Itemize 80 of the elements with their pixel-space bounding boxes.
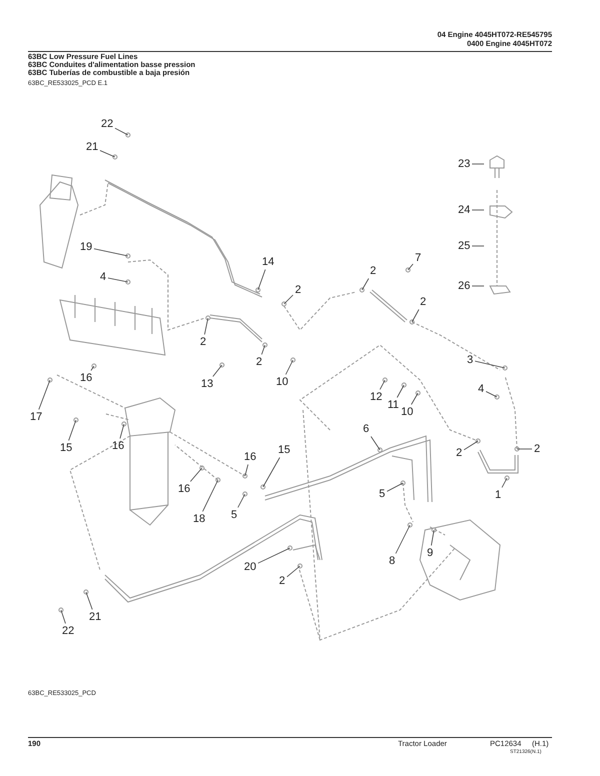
leader-line [410,392,418,405]
leader-line [120,424,124,439]
callout-number: 15 [59,442,74,454]
callout-number: 5 [230,508,238,522]
callout-number: 21 [88,610,102,624]
callout-number: 19 [79,240,94,254]
leader-line [386,482,404,492]
callout-number: 24 [457,204,472,216]
leader-line [190,468,202,482]
leader-line [114,128,128,136]
callout-number: 16 [177,482,192,496]
callout-number: 16 [79,372,94,384]
callout-number: 8 [388,554,396,568]
callout-number: 10 [400,406,414,418]
callout-number: 2 [278,574,286,588]
callout-number: 5 [378,488,386,500]
leader-line [285,360,294,375]
leader-line [60,610,66,624]
leader-line [396,384,404,398]
callout-number: 4 [477,382,486,396]
callout-number: 2 [419,296,428,308]
callout-number: 2 [455,446,464,460]
callout-number: 2 [199,336,208,348]
callout-number: 18 [192,512,206,526]
callout-number: 16 [111,440,126,452]
callout-number: 6 [362,422,370,436]
leader-line [202,480,218,512]
callout-number: 3 [466,354,474,366]
callout-number: 25 [457,240,472,252]
leader-line [474,360,506,368]
callout-number: 2 [255,356,264,368]
callout-number: 12 [369,390,384,404]
callout-number: 2 [294,284,302,296]
leader-line [502,478,508,488]
leader-line [362,278,370,290]
leader-line [261,344,266,355]
callout-number: 21 [85,140,100,154]
callout-number: 16 [243,450,258,464]
callout-number: 1 [494,488,502,502]
leader-line [204,318,208,335]
callout-number: 17 [29,410,44,424]
leader-line [395,524,410,554]
callout-number: 22 [61,624,76,638]
callout-number: 22 [100,118,114,130]
callout-number: 2 [369,264,378,278]
leader-line [258,269,266,290]
leader-line [212,364,222,377]
leader-line [86,592,93,610]
leader-line [286,566,300,578]
leader-line [108,278,128,282]
leader-line [94,248,128,256]
leader-line [262,457,280,488]
leader-line [380,380,386,390]
callout-number: 13 [200,378,214,390]
leader-line [284,294,294,304]
callout-number: 9 [426,546,434,560]
leader-line [516,448,532,450]
leader-line [412,309,420,322]
callout-number: 4 [99,270,108,284]
callout-number: 10 [275,376,290,388]
leader-line [100,150,116,158]
callout-number: 20 [243,560,258,574]
callout-number: 26 [457,280,472,292]
leader-line [38,380,50,410]
leader-line [430,530,434,546]
callout-number: 11 [386,398,400,412]
leader-line [486,391,498,398]
leader-line [244,464,248,476]
leader-line [238,494,246,508]
leader-line [370,436,380,450]
leader-line [408,264,414,270]
callout-number: 23 [457,158,472,170]
callout-number: 7 [414,252,422,264]
leader-line [90,366,94,371]
callout-number: 15 [277,444,292,456]
callout-number: 2 [533,442,542,456]
leader-line [258,548,290,564]
callout-number: 14 [261,256,276,268]
leader-line [68,420,76,441]
leader-line [464,440,478,450]
